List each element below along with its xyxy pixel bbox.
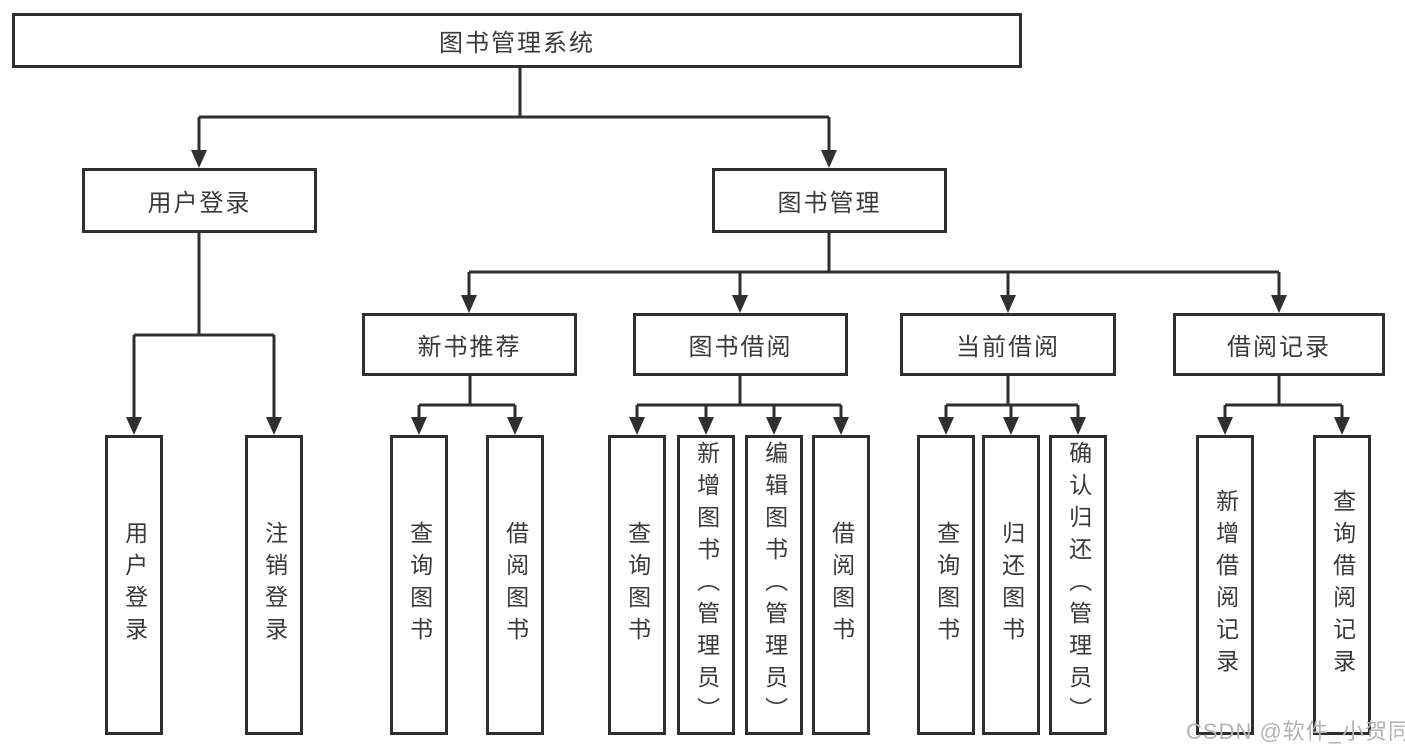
leaf-add-books-admin: 新增图书（管理员） [677, 435, 735, 735]
node-current-borrowing-label: 当前借阅 [956, 334, 1060, 361]
arrowhead [126, 417, 142, 435]
arrowhead [698, 417, 714, 435]
arrowhead [1334, 417, 1350, 435]
connector-bookborrow-to-leaves [635, 376, 843, 419]
node-book-management: 图书管理 [712, 168, 947, 233]
node-book-borrowing-label: 图书借阅 [688, 334, 793, 361]
arrowhead [1217, 417, 1233, 435]
arrowhead [1070, 417, 1086, 435]
node-root-label: 图书管理系统 [439, 30, 595, 57]
connector-userlogin-to-leaves [132, 233, 276, 419]
leaf-edit-books-admin-label: 编辑图书（管理员） [761, 441, 788, 729]
arrowhead [411, 417, 427, 435]
leaf-query-books-2-label: 查询图书 [624, 521, 651, 649]
node-new-book-recommend-label: 新书推荐 [417, 334, 522, 361]
leaf-logout: 注销登录 [245, 435, 303, 735]
leaf-confirm-return-admin: 确认归还（管理员） [1049, 435, 1107, 735]
node-borrowing-records-label: 借阅记录 [1227, 334, 1331, 361]
leaf-query-books-3: 查询图书 [917, 435, 975, 735]
leaf-add-borrow-record: 新增借阅记录 [1196, 435, 1254, 735]
node-book-borrowing: 图书借阅 [633, 313, 848, 376]
leaf-add-borrow-record-label: 新增借阅记录 [1212, 489, 1239, 681]
node-user-login-label: 用户登录 [147, 190, 252, 217]
leaf-confirm-return-admin-label: 确认归还（管理员） [1065, 441, 1092, 729]
connector-bookmgmt-to-level3 [467, 233, 1281, 297]
leaf-add-books-admin-label: 新增图书（管理员） [693, 441, 720, 729]
arrowhead [507, 417, 523, 435]
leaf-logout-label: 注销登录 [261, 521, 288, 649]
arrowhead [1271, 295, 1287, 313]
arrowhead [732, 295, 748, 313]
connector-root-to-level2 [197, 68, 831, 152]
leaf-edit-books-admin: 编辑图书（管理员） [745, 435, 803, 735]
leaf-borrow-books-1: 借阅图书 [486, 435, 544, 735]
leaf-query-books-1: 查询图书 [390, 435, 448, 735]
arrowhead [266, 417, 282, 435]
arrowhead [629, 417, 645, 435]
leaf-return-books: 归还图书 [982, 435, 1040, 735]
leaf-user-login: 用户登录 [105, 435, 163, 735]
leaf-return-books-label: 归还图书 [998, 521, 1025, 649]
connector-records-to-leaves [1223, 376, 1344, 419]
leaf-query-borrow-record-label: 查询借阅记录 [1329, 489, 1356, 681]
watermark-text: CSDN @软件_小贺同学 [1186, 719, 1405, 744]
leaf-borrow-books-1-label: 借阅图书 [502, 521, 529, 649]
connector-currentborrow-to-leaves [944, 376, 1080, 419]
leaf-query-books-2: 查询图书 [608, 435, 666, 735]
arrowhead [1000, 295, 1016, 313]
leaf-query-borrow-record: 查询借阅记录 [1313, 435, 1371, 735]
node-new-book-recommend: 新书推荐 [362, 313, 577, 376]
arrowhead [821, 150, 837, 168]
node-current-borrowing: 当前借阅 [900, 313, 1116, 376]
leaf-query-books-3-label: 查询图书 [933, 521, 960, 649]
leaf-query-books-1-label: 查询图书 [406, 521, 433, 649]
leaf-borrow-books-2-label: 借阅图书 [828, 521, 855, 649]
arrowhead [1003, 417, 1019, 435]
arrowhead [461, 295, 477, 313]
arrowhead [766, 417, 782, 435]
arrowhead [938, 417, 954, 435]
arrowhead [833, 417, 849, 435]
connector-newbooks-to-leaves [417, 376, 517, 419]
node-borrowing-records: 借阅记录 [1173, 313, 1385, 376]
arrowhead [191, 150, 207, 168]
node-user-login: 用户登录 [82, 168, 317, 233]
node-root: 图书管理系统 [12, 13, 1022, 68]
leaf-user-login-label: 用户登录 [121, 521, 148, 649]
leaf-borrow-books-2: 借阅图书 [812, 435, 870, 735]
node-book-management-label: 图书管理 [777, 190, 882, 217]
